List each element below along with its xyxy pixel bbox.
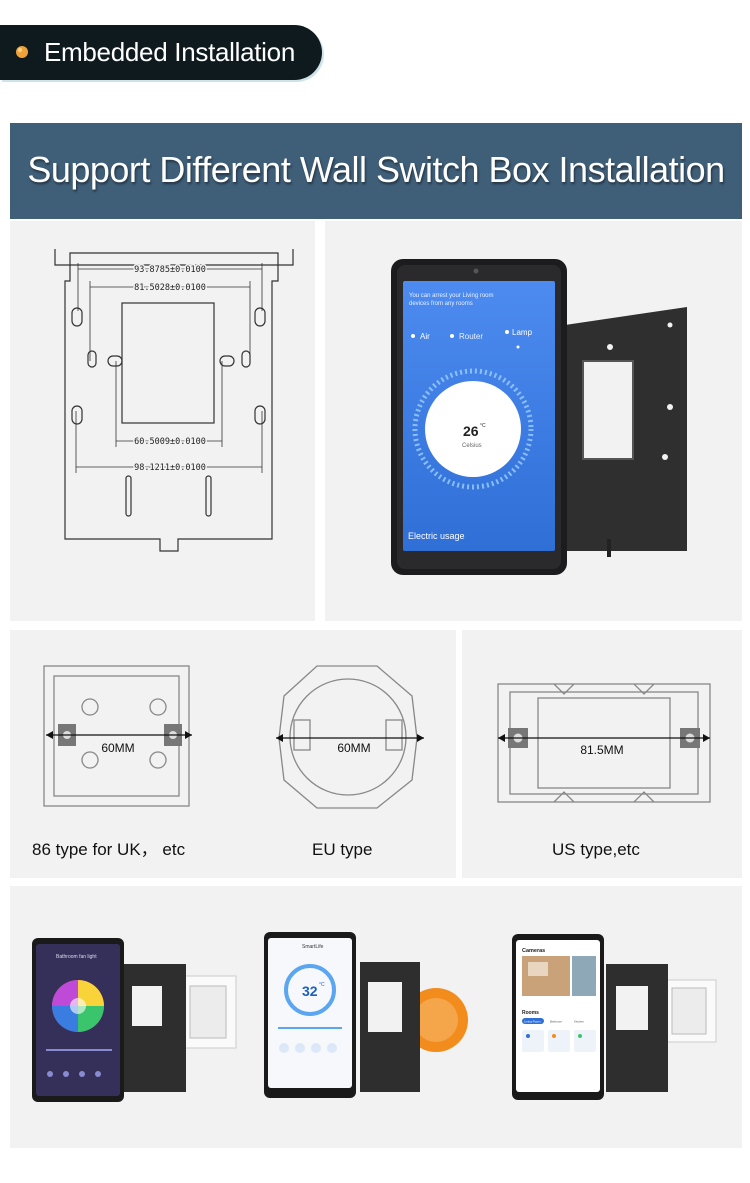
us-box-drawing: 81.5MM [497,683,711,803]
product-2-screen-title: SmartLife [302,944,324,950]
us-caption: US type,etc [552,840,640,859]
screen-temperature: 26 [463,423,479,439]
screen-tab-router: Router [459,332,483,341]
eu-measure: 60MM [337,741,370,755]
dimension-label-3: 60.5009±0.0100 [134,437,206,447]
tablet-with-bracket-illustration: You can arrest your Living room devices … [391,259,687,575]
product-photo-cameras: Cameras Rooms Living Room Bedroom Kitche… [512,934,717,1100]
box-types-panel: 60MM 86 type for UK， etc 60MM EU type [10,630,456,878]
uk-measure: 60MM [101,741,134,755]
screen-footer: Electric usage [408,531,465,541]
product-3-chip-2: Bedroom [550,1020,563,1024]
bullet-icon [16,46,28,58]
product-3-chip-3: Kitchen [574,1020,584,1024]
uk-caption: 86 type for UK， etc [32,840,186,859]
product-3-section: Rooms [522,1010,539,1016]
dimension-drawing-panel: 93.8785±0.0100 81.5028±0.0100 60.5009±0.… [10,221,315,621]
product-2-temperature: 32 [302,983,318,999]
screen-temperature-label: Celsius [462,443,482,449]
screen-greeting-1: You can arrest your Living room [409,293,494,299]
product-photo-thermostat: SmartLife 32 °C [264,932,468,1098]
us-box-panel: 81.5MM US type,etc [462,630,742,878]
product-3-chip-1: Living Room [524,1020,541,1024]
screen-tab-lamp: Lamp [512,328,533,337]
us-measure: 81.5MM [580,743,623,757]
title-banner: Support Different Wall Switch Box Instal… [10,123,742,219]
section-tag-label: Embedded Installation [44,37,295,67]
product-2-unit: °C [319,982,325,988]
screen-greeting-2: devices from any rooms [409,301,473,307]
dimension-label-2: 81.5028±0.0100 [134,283,206,293]
installed-products-panel: Bathroom fan light SmartLife 32 °C Came [10,886,742,1148]
screen-tab-air: Air [420,332,430,341]
product-1-screen-title: Bathroom fan light [56,954,97,960]
eu-caption: EU type [312,840,373,859]
product-3-screen-title: Cameras [522,948,545,954]
tablet-photo-panel: You can arrest your Living room devices … [325,221,742,621]
eu-box-drawing: 60MM [276,665,424,809]
section-tag: Embedded Installation [0,25,322,80]
product-photo-color-wheel: Bathroom fan light [32,938,237,1102]
dimension-label-1: 93.8785±0.0100 [134,265,206,275]
dimension-label-4: 98.1211±0.0100 [134,463,206,473]
uk-box-drawing: 60MM [43,665,192,807]
screen-temperature-unit: °C [480,423,486,429]
banner-title: Support Different Wall Switch Box Instal… [27,149,725,190]
mounting-plate-drawing: 93.8785±0.0100 81.5028±0.0100 60.5009±0.… [54,249,294,552]
